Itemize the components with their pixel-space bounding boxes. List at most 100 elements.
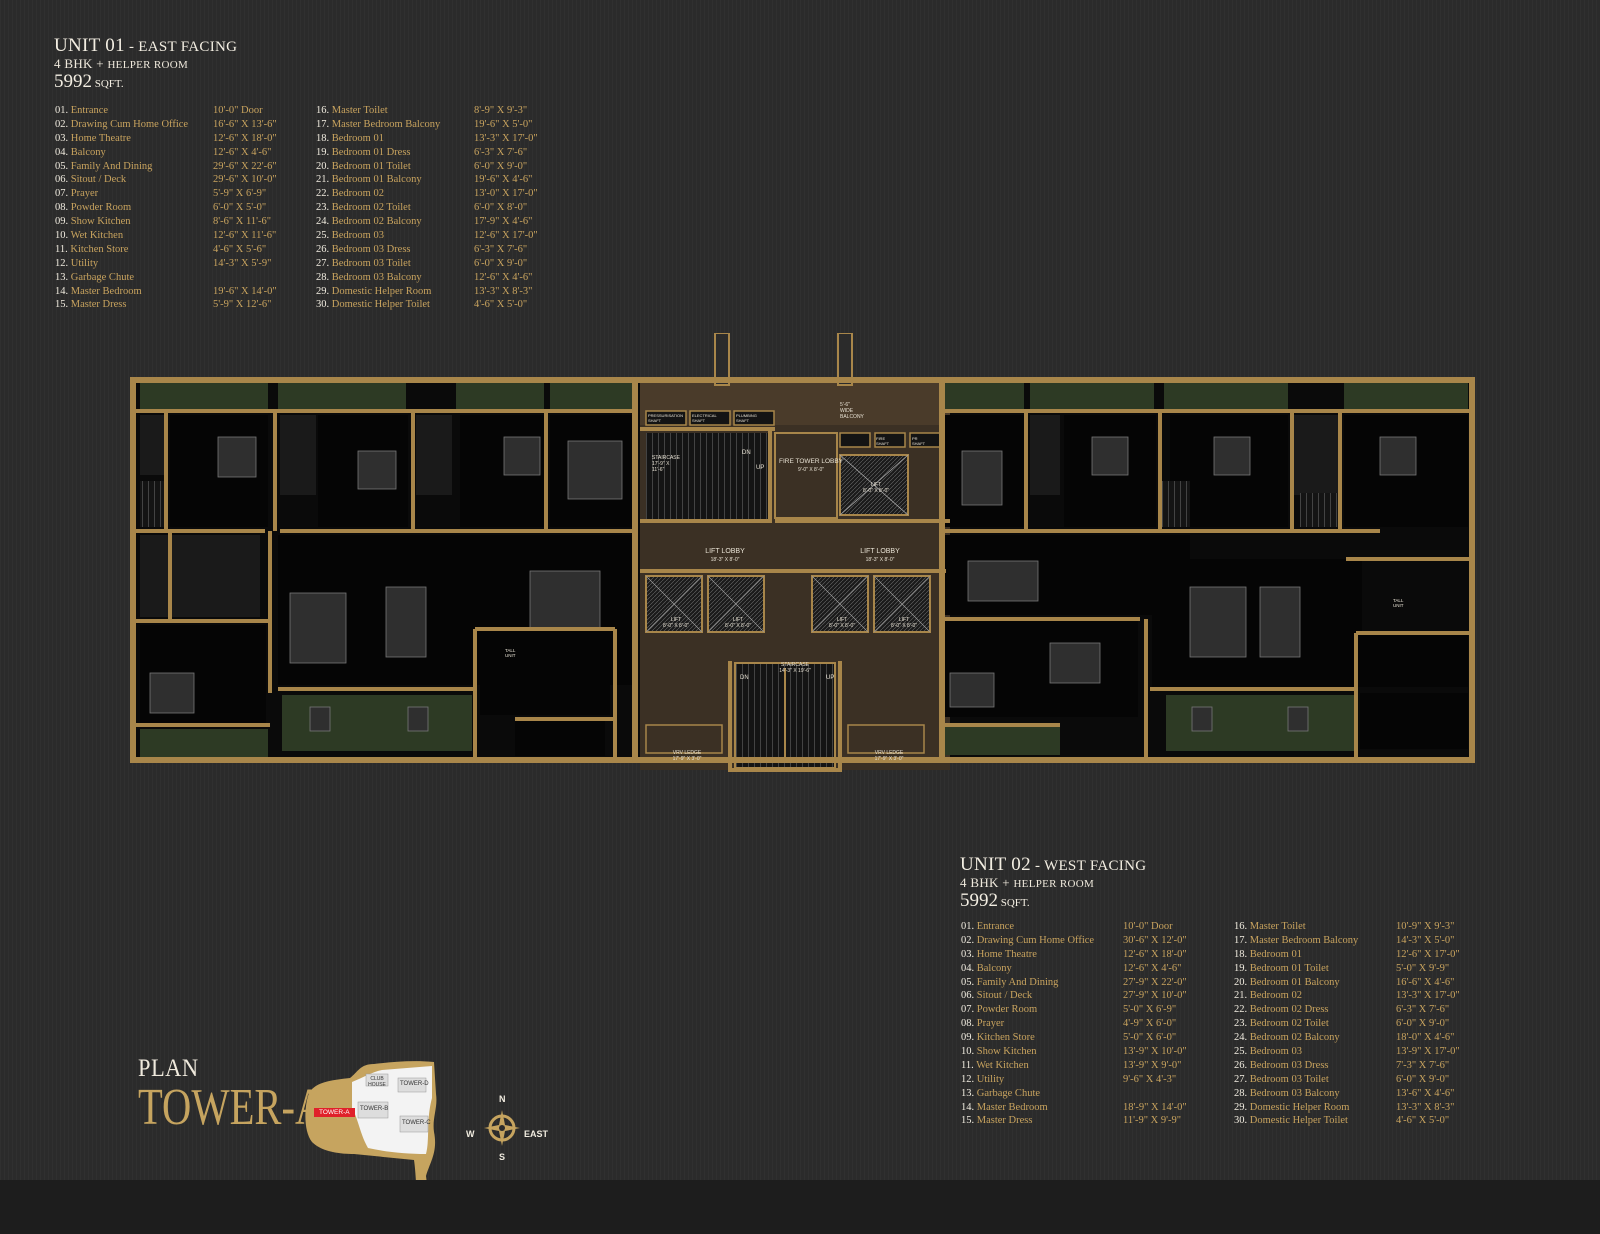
floor-plan-drawing xyxy=(130,333,1475,772)
room-name: Bedroom 03 Balcony xyxy=(1249,1087,1340,1099)
compass-north-label: N xyxy=(499,1094,506,1104)
electrical-shaft-label: ELECTRICAL SHAFT xyxy=(692,413,717,423)
room-dimension: 4'-9" X 6'-0" xyxy=(1123,1018,1177,1030)
room-row: 13. Garbage Chute xyxy=(55,271,188,285)
room-name: Bedroom 02 xyxy=(331,188,384,200)
room-dimension: 27'-9" X 10'-0" xyxy=(1123,990,1187,1002)
key-plan-site-shape xyxy=(305,1061,437,1208)
room-dimension: 12'-6" X 4'-6" xyxy=(1123,962,1182,974)
room-name: Master Bedroom xyxy=(70,285,142,297)
room-dimension: 19'-6" X 14'-0" xyxy=(213,285,277,297)
vrv-ledge-right-label: VRV LEDGE 17'-9" X 3'-0" xyxy=(874,750,904,762)
room-name: Domestic Helper Room xyxy=(1249,1101,1350,1113)
room-dimension: 10'-9" X 9'-3" xyxy=(1396,921,1455,932)
room-dimension: 13'-9" X 10'-0" xyxy=(1123,1046,1187,1058)
room-number: 06. xyxy=(55,174,69,186)
unit02-area: 5992 SQFT. xyxy=(960,890,1030,911)
room-number: 01. xyxy=(55,105,69,116)
room-number: 27. xyxy=(316,257,330,269)
shaft-top-right xyxy=(837,333,853,386)
room-number: 24. xyxy=(1234,1032,1248,1044)
room-number: 30. xyxy=(316,299,330,311)
room-dimension: 4'-6" X 5'-0" xyxy=(1396,1115,1450,1127)
room-number: 10. xyxy=(55,230,69,242)
room-number: 23. xyxy=(316,202,330,214)
room-row: 13. Garbage Chute xyxy=(961,1087,1094,1101)
room-dimension: 5'-0" X 9'-9" xyxy=(1396,962,1450,974)
room-number: 22. xyxy=(316,188,330,200)
room-dimension: 5'-0" X 6'-0" xyxy=(1123,1032,1177,1044)
room-name: Bedroom 02 Toilet xyxy=(331,202,411,214)
room-dimension: 5'-9" X 12'-6" xyxy=(213,299,272,311)
room-dimension: 12'-6" X 4'-6" xyxy=(474,271,533,283)
staircase-upper-label: STAIRCASE 17'-9" X 11'-6" xyxy=(652,455,680,473)
room-number: 18. xyxy=(316,132,330,144)
room-number: 14. xyxy=(961,1101,975,1113)
room-name: Domestic Helper Toilet xyxy=(331,299,430,311)
room-dimension: 13'-9" X 9'-0" xyxy=(1123,1059,1182,1071)
room-dimension: 19'-6" X 4'-6" xyxy=(474,174,533,186)
room-dimension: 5'-0" X 6'-9" xyxy=(1123,1004,1177,1016)
vrv-ledge-left-label: VRV LEDGE 17'-9" X 3'-0" xyxy=(672,750,702,762)
room-name: Bedroom 03 Dress xyxy=(331,243,411,255)
room-name: Master Bedroom xyxy=(976,1101,1048,1113)
room-dimension: 14'-3" X 5'-0" xyxy=(1396,934,1455,946)
room-name: Drawing Cum Home Office xyxy=(976,934,1095,946)
stair-dn-label: DN xyxy=(740,675,749,681)
room-number: 10. xyxy=(961,1046,975,1058)
room-name: Bedroom 01 Balcony xyxy=(331,174,422,186)
compass-west-label: W xyxy=(466,1129,475,1139)
room-dimension: 4'-6" X 5'-6" xyxy=(213,243,267,255)
room-number: 13. xyxy=(55,271,69,283)
key-plan-tower-d: TOWER-D xyxy=(400,1081,429,1087)
room-number: 24. xyxy=(316,216,330,228)
room-name: Master Dress xyxy=(70,299,127,311)
room-number: 07. xyxy=(55,188,69,200)
unit02-header: UNIT 02 - WEST FACING 4 BHK + HELPER ROO… xyxy=(960,855,1146,913)
room-dimension: 6'-0" X 9'-0" xyxy=(474,257,528,269)
key-plan-tower-b: TOWER-B xyxy=(360,1106,389,1112)
room-number: 22. xyxy=(1234,1004,1248,1016)
compass-east-label: EAST xyxy=(524,1129,549,1139)
room-number: 02. xyxy=(961,934,975,946)
room-name: Family And Dining xyxy=(976,976,1059,988)
room-name: Bedroom 02 Dress xyxy=(1249,1004,1329,1016)
room-number: 16. xyxy=(1234,921,1248,932)
room-number: 20. xyxy=(1234,976,1248,988)
room-dimension: 13'-3" X 8'-3" xyxy=(1396,1101,1455,1113)
room-dimension: 13'-6" X 4'-6" xyxy=(1396,1087,1455,1099)
room-number: 04. xyxy=(55,146,69,158)
room-dimension: 12'-6" X 18'-0" xyxy=(1123,948,1187,960)
room-number: 09. xyxy=(961,1032,975,1044)
room-name: Bedroom 01 Dress xyxy=(331,146,411,158)
room-number: 07. xyxy=(961,1004,975,1016)
room-number: 06. xyxy=(961,990,975,1002)
room-dimension: 12'-6" X 4'-6" xyxy=(213,146,272,158)
room-dimension: 18'-9" X 14'-0" xyxy=(1123,1101,1187,1113)
room-number: 09. xyxy=(55,216,69,228)
room-name: Home Theatre xyxy=(70,132,131,144)
room-dimension: 12'-6" X 11'-6" xyxy=(213,230,277,242)
room-name: Master Bedroom Balcony xyxy=(331,118,441,130)
room-name: Sitout / Deck xyxy=(70,174,127,186)
room-dimension: 14'-3" X 5'-9" xyxy=(213,257,272,269)
key-plan-tower-a: TOWER-A xyxy=(314,1108,355,1117)
room-name: Bedroom 03 xyxy=(1249,1046,1302,1058)
room-name: Powder Room xyxy=(70,202,132,214)
